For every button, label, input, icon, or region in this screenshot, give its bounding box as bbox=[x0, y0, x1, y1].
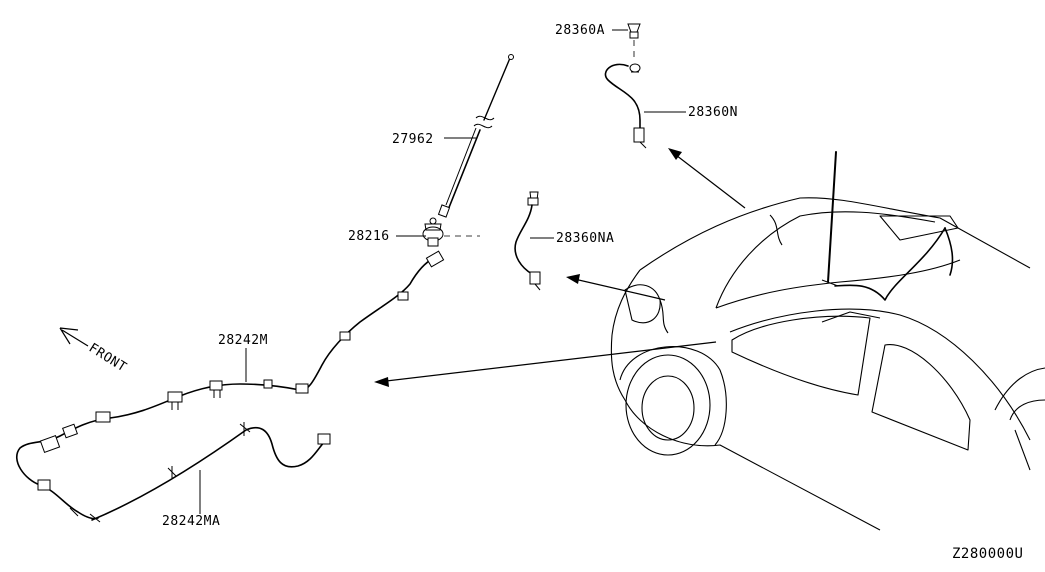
antenna-base-28216 bbox=[422, 217, 480, 247]
rod-antenna-27962 bbox=[437, 54, 514, 218]
callout-27962: 27962 bbox=[392, 132, 434, 147]
sub-harness-28242MA bbox=[69, 422, 331, 523]
callout-28216: 28216 bbox=[348, 229, 390, 244]
main-harness-28242M bbox=[16, 250, 445, 520]
callout-28360NA: 28360NA bbox=[556, 231, 614, 246]
vehicle-outline bbox=[610, 151, 1045, 531]
leader-lines bbox=[199, 29, 686, 514]
callout-28242MA: 28242MA bbox=[162, 514, 220, 529]
feeder-top-28360N bbox=[604, 23, 647, 149]
callout-28360N: 28360N bbox=[688, 105, 738, 120]
front-direction-arrow: FRONT bbox=[59, 327, 129, 376]
callout-28242M: 28242M bbox=[218, 333, 268, 348]
feeder-mid-28360NA bbox=[514, 191, 541, 291]
callout-28360A: 28360A bbox=[555, 23, 605, 38]
diagram-code: Z280000U bbox=[952, 546, 1023, 562]
front-direction-label: FRONT bbox=[86, 341, 129, 376]
pointer-arrows bbox=[374, 148, 746, 387]
